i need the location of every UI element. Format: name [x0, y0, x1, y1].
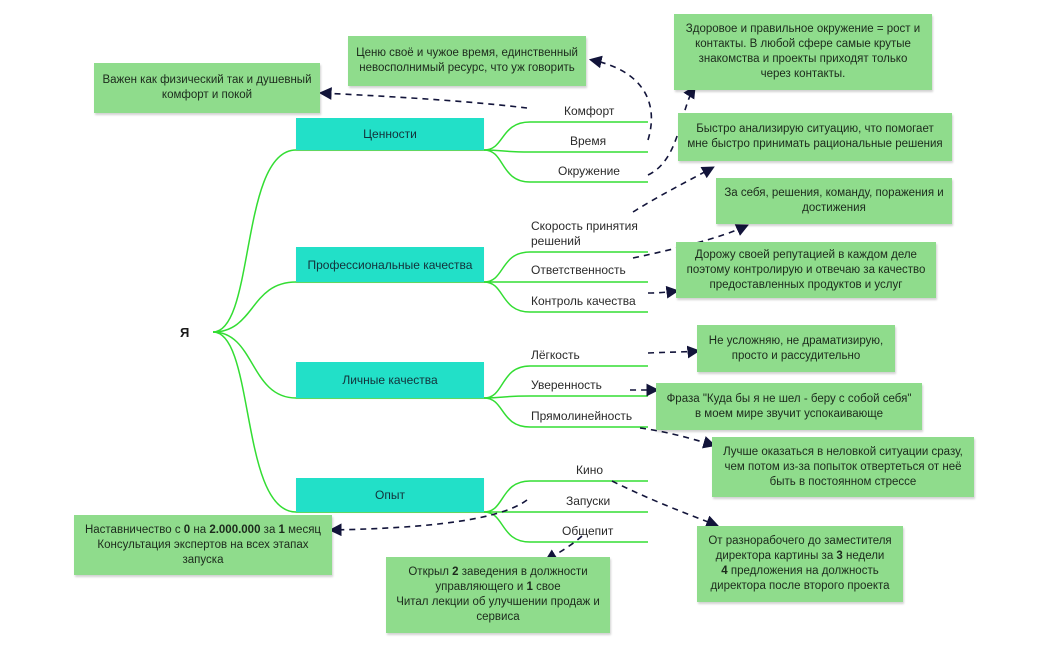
note-food-line2: управляющего и 1 свое — [394, 580, 602, 595]
text: Открыл — [408, 566, 453, 578]
note-cinema-line4: директора после второго проекта — [710, 580, 890, 592]
arrow-directness — [639, 427, 717, 449]
text: недели — [842, 550, 885, 562]
branch-cinema — [483, 480, 648, 513]
sub-confidence[interactable]: Уверенность — [531, 378, 602, 392]
note-food-line3: Читал лекции об улучшении продаж и серви… — [396, 596, 600, 623]
category-values[interactable]: Ценности — [296, 118, 484, 150]
branch-directness — [483, 397, 648, 428]
branch-root-prof — [212, 281, 484, 333]
text: на — [190, 523, 210, 536]
note-confidence: Фраза "Куда бы я не шел - беру с собой с… — [656, 383, 922, 430]
category-professional[interactable]: Профессиональные качества — [296, 247, 484, 282]
branch-environment — [483, 149, 648, 183]
branch-root-values — [212, 149, 484, 333]
sub-cinema[interactable]: Кино — [576, 463, 603, 477]
category-personal[interactable]: Личные качества — [296, 362, 484, 398]
arrow-launches — [328, 499, 528, 537]
branch-time — [483, 149, 648, 153]
arrow-time — [588, 55, 653, 141]
note-directness: Лучше оказаться в неловкой ситуации сраз… — [712, 437, 974, 497]
text: директора картины за — [715, 550, 837, 562]
root-node: Я — [180, 325, 190, 340]
branch-root-personal — [212, 331, 484, 399]
note-cinema-line2: директора картины за 3 недели — [708, 549, 891, 564]
text: Наставничество с — [84, 523, 184, 536]
arrow-environment — [647, 85, 696, 176]
num: 2 — [452, 566, 459, 578]
note-cinema: От разнорабочего до заместителя директор… — [697, 526, 903, 602]
branch-root-experience — [212, 331, 484, 513]
sub-launches[interactable]: Запуски — [566, 494, 611, 508]
note-responsibility: За себя, решения, команду, поражения и д… — [716, 178, 952, 224]
num: 4 — [721, 565, 728, 577]
sub-quality-control[interactable]: Контроль качества — [531, 294, 636, 308]
arrow-lightness — [647, 345, 701, 359]
category-experience[interactable]: Опыт — [296, 478, 484, 512]
sub-environment[interactable]: Окружение — [558, 164, 620, 178]
sub-food[interactable]: Общепит — [562, 524, 614, 538]
note-launches-line1: Наставничество с 0 на 2.000.000 за 1 мес… — [82, 523, 324, 538]
sub-decision-speed[interactable]: Скорость принятия решений — [531, 219, 638, 249]
text: заведения в должности — [458, 566, 588, 578]
note-environment: Здоровое и правильное окружение = рост и… — [674, 14, 932, 90]
note-decision-speed: Быстро анализирую ситуацию, что помогает… — [678, 113, 952, 161]
branch-comfort — [483, 121, 648, 151]
text: свое — [532, 581, 561, 593]
note-launches-line2: Консультация экспертов на всех этапах за… — [97, 538, 309, 566]
num: 3 — [836, 550, 843, 562]
note-launches: Наставничество с 0 на 2.000.000 за 1 мес… — [74, 515, 332, 575]
branch-food — [483, 511, 648, 543]
branch-confidence — [483, 395, 648, 399]
note-comfort: Важен как физический так и душевный комф… — [94, 63, 320, 113]
sub-responsibility[interactable]: Ответственность — [531, 263, 626, 277]
arrow-decision-speed — [632, 166, 715, 213]
sub-decision-speed-line1: Скорость принятия — [531, 219, 638, 233]
sub-directness[interactable]: Прямолинейность — [531, 409, 633, 423]
note-lightness: Не усложняю, не драматизирую, просто и р… — [697, 325, 895, 372]
sub-comfort[interactable]: Комфорт — [564, 104, 615, 118]
branch-quality — [483, 281, 648, 313]
text: управляющего и — [435, 581, 527, 593]
branch-lightness — [483, 365, 648, 399]
note-cinema-line1: От разнорабочего до заместителя — [708, 535, 892, 547]
note-cinema-line3: 4 предложения на должность — [708, 564, 891, 579]
text: месяц — [284, 523, 322, 536]
note-quality-control: Дорожу своей репутацией в каждом деле по… — [676, 242, 936, 298]
num: 1 — [278, 523, 285, 536]
num: 2.000.000 — [209, 523, 261, 536]
note-time: Ценю своё и чужое время, единственный не… — [348, 36, 586, 86]
branch-decision-speed — [483, 251, 648, 283]
num: 1 — [526, 581, 533, 593]
sub-lightness[interactable]: Лёгкость — [531, 348, 580, 362]
note-food-line1: Открыл 2 заведения в должности — [394, 565, 602, 580]
sub-decision-speed-line2: решений — [531, 234, 581, 248]
num: 0 — [183, 523, 191, 536]
arrow-cinema — [611, 480, 719, 528]
arrow-comfort — [318, 87, 528, 109]
note-food: Открыл 2 заведения в должности управляющ… — [386, 557, 610, 633]
arrow-quality — [647, 285, 680, 299]
sub-time[interactable]: Время — [570, 134, 607, 148]
text: предложения на должность — [727, 565, 879, 577]
text: за — [260, 523, 279, 536]
